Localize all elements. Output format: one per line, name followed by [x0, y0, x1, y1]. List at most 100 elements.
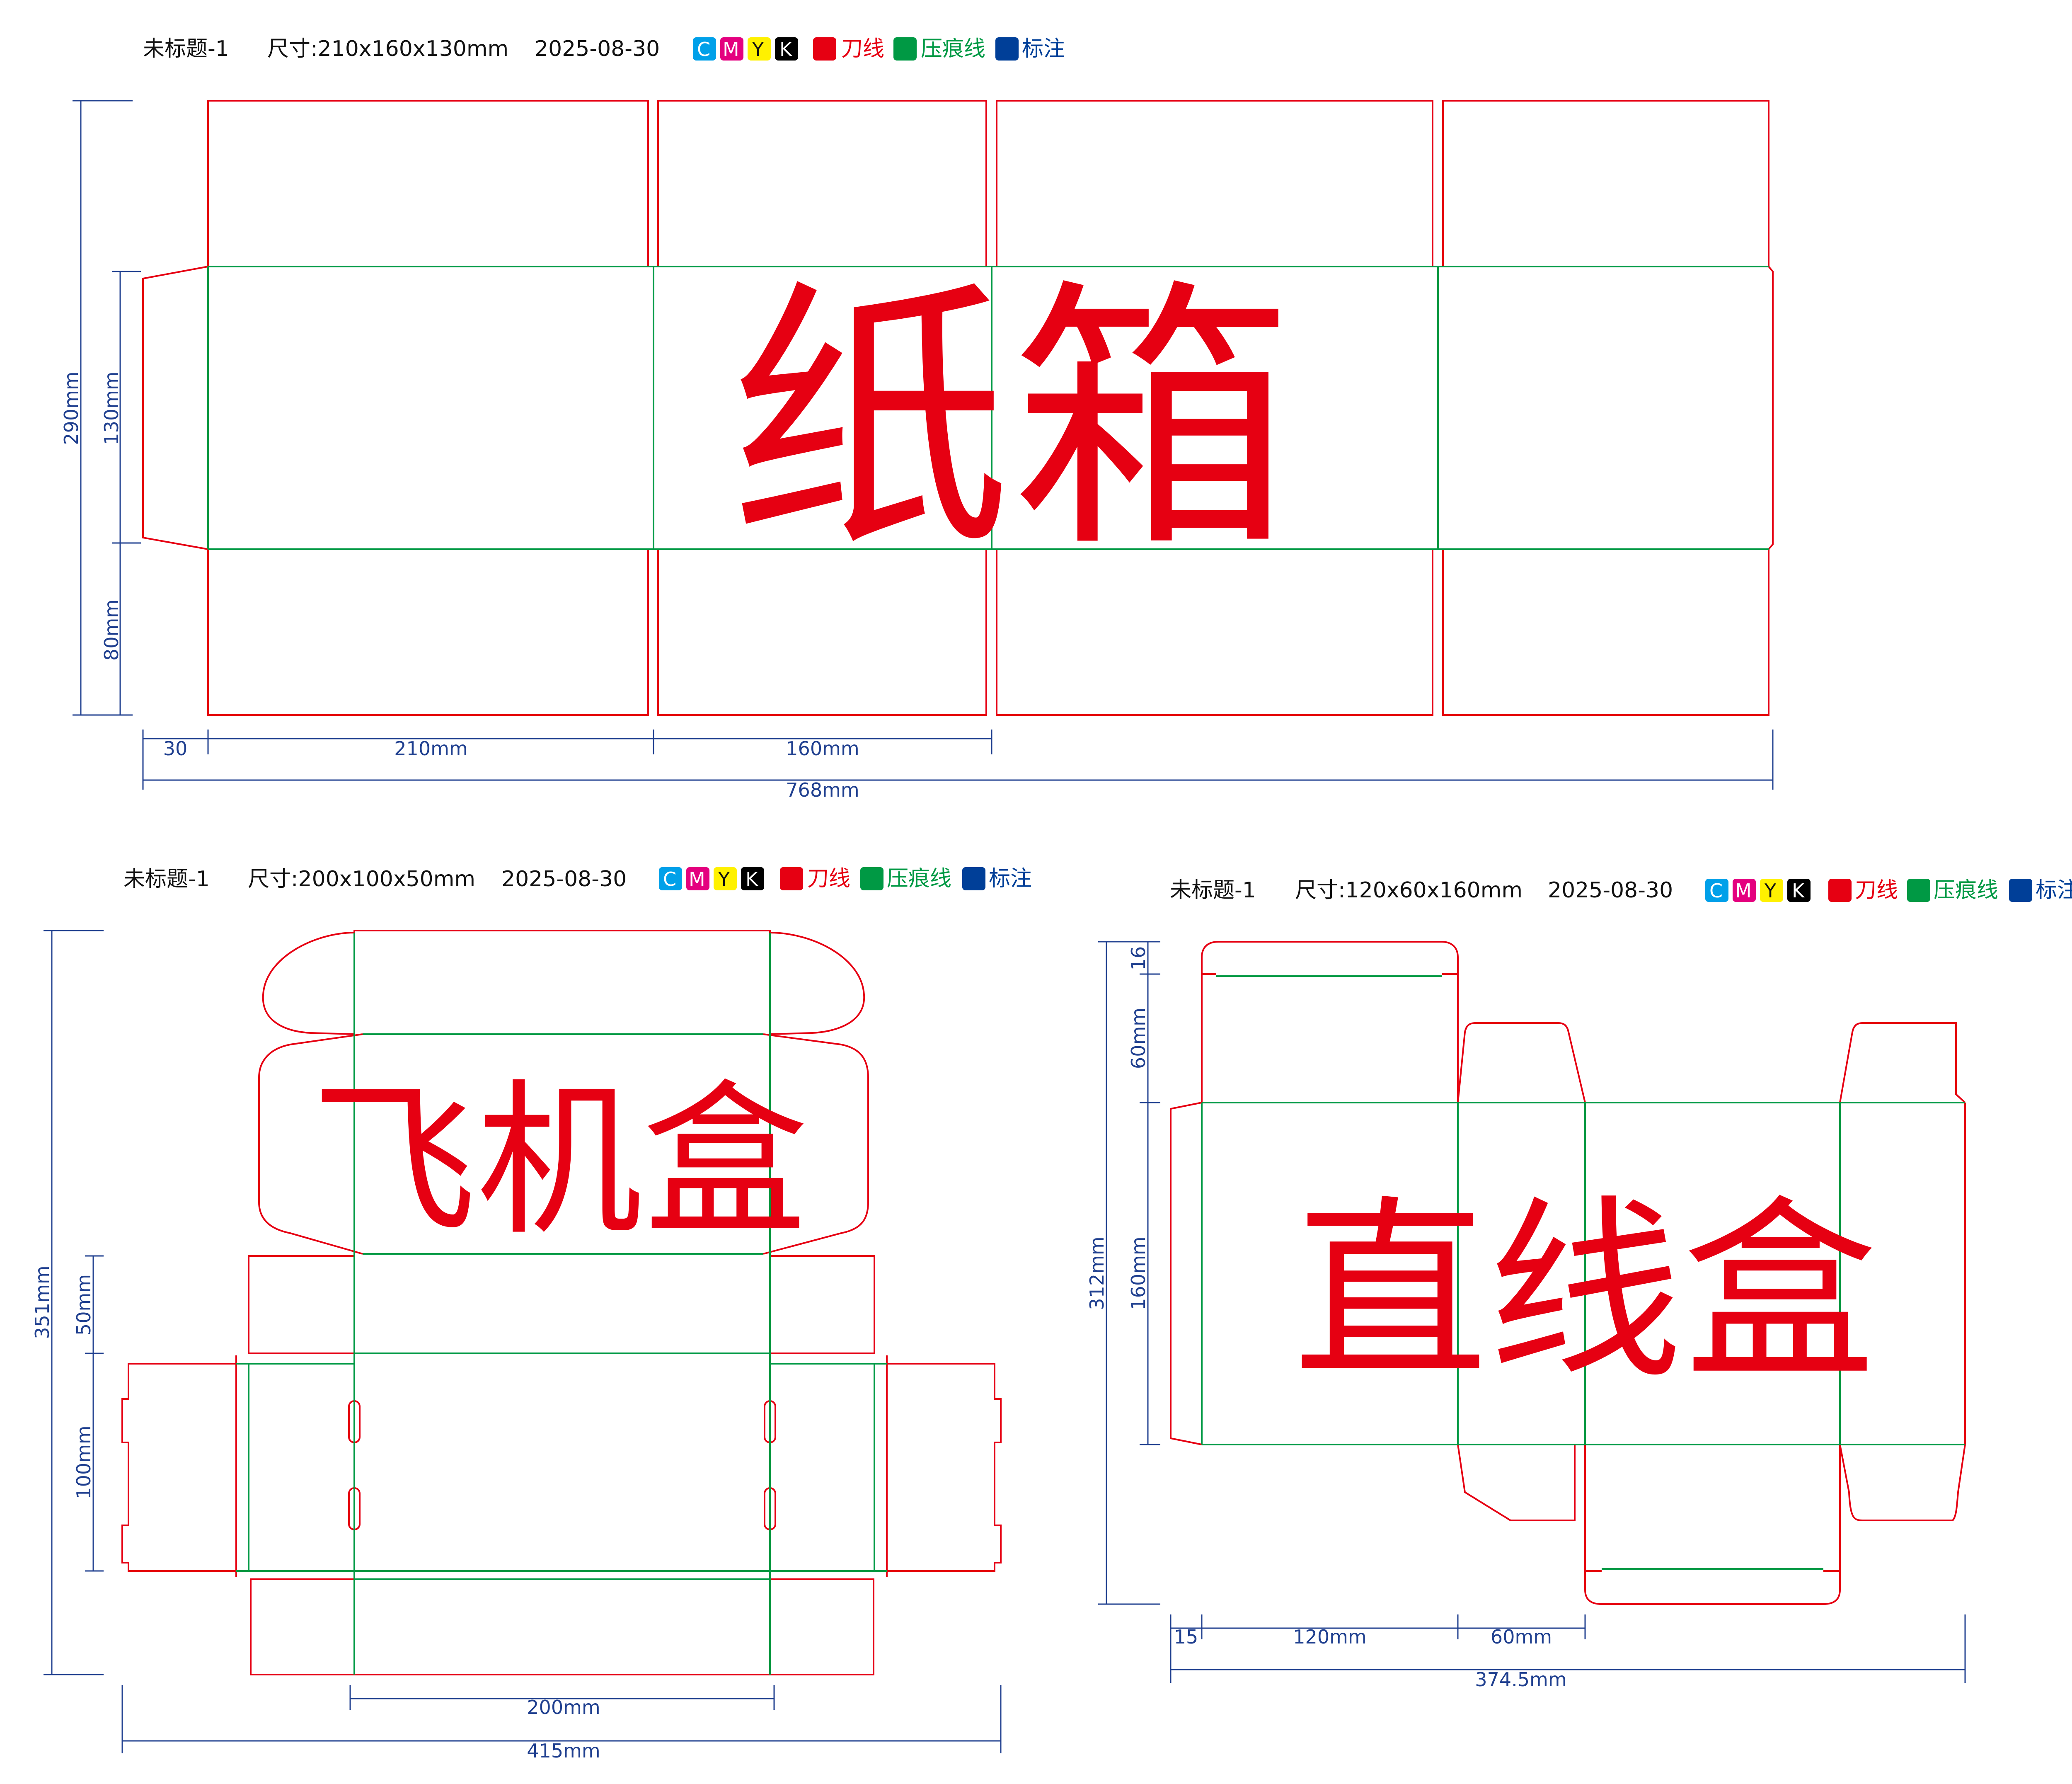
tuck-dust-flap-bottom-1 [1457, 1444, 1576, 1521]
tuck-dim-total-w: 374.5mm [1475, 1668, 1566, 1691]
swatch-note [995, 37, 1019, 61]
tuck-header: 未标题-1 尺寸:120x60x160mm 2025-08-30 C M Y K… [1170, 878, 2072, 903]
mailer-header: 未标题-1 尺寸:200x100x50mm 2025-08-30 C M Y K… [123, 866, 1032, 892]
tuck-swatch-k-label: K [1792, 880, 1805, 902]
tuck-swatch-c-label: C [1709, 880, 1723, 902]
mailer-side-left [121, 1355, 237, 1577]
tuck-date: 2025-08-30 [1548, 878, 1673, 903]
tuck-legend-crease-label: 压痕线 [1934, 878, 1998, 903]
tuck-creases [1201, 975, 1965, 1570]
carton-bottom-flap-1 [207, 548, 649, 716]
tuck-dust-flap-top-2 [1839, 1022, 1966, 1103]
carton-dim-w1: 210mm [394, 737, 467, 760]
mailer-back-wall-ears [248, 1255, 875, 1354]
mailer-legend: C M Y K 刀线 压痕线 标注 [659, 866, 1032, 891]
swatch-crease [893, 37, 917, 61]
carton-bottom-flaps [657, 549, 1769, 716]
mailer-lid-side-right [763, 1033, 869, 1255]
carton-legend: C M Y K 刀线 压痕线 标注 [693, 36, 1065, 61]
swatch-c [693, 37, 716, 61]
tuck-bottom-flap [1584, 1445, 1841, 1605]
carton-title: 纸箱 [729, 257, 1293, 585]
legend-note-label: 标注 [1022, 36, 1065, 61]
swatch-k [775, 37, 798, 61]
carton-glue-flap [142, 266, 208, 550]
mailer-title: 飞机盒 [311, 1065, 808, 1258]
mailer-side-right [886, 1355, 1002, 1577]
mailer-legend-note-label: 标注 [989, 866, 1032, 891]
mailer-dimensions: 351mm 50mm 100mm 200mm 415mm [31, 930, 1002, 1762]
swatch-cut [813, 37, 836, 61]
tuck-dim-top: 16 [1127, 946, 1150, 971]
mailer-swatch-m-label: M [689, 868, 705, 890]
tuck-dust-flap-top-1 [1457, 1022, 1586, 1103]
mailer-front-ear-left [250, 1578, 355, 1675]
carton-dim-glue: 30 [163, 737, 188, 760]
tuck-swatch-y-label: Y [1764, 880, 1777, 902]
legend-crease-label: 压痕线 [921, 36, 985, 61]
carton-size: 尺寸:210x160x130mm [267, 36, 508, 61]
tuck-dim-total-h: 312mm [1086, 1236, 1108, 1310]
mailer-dim-total-w: 415mm [527, 1740, 600, 1762]
tuck-dust-flap-bottom-2 [1839, 1444, 1966, 1521]
mailer-date: 2025-08-30 [501, 867, 627, 892]
carton-top-flap-1 [207, 100, 649, 267]
mailer-size: 尺寸:200x100x50mm [248, 867, 475, 892]
carton-right-edge [1768, 266, 1774, 550]
swatch-m-label: M [723, 38, 739, 61]
mailer-lid-tuck [353, 930, 771, 1034]
mailer-lid-ear-right [770, 932, 865, 1035]
carton-dimensions: 290mm 130mm 80mm 30 210mm 160mm 768mm [60, 100, 1774, 801]
tuck-dim-h2: 160mm [1127, 1236, 1150, 1310]
tuck-dim-w2: 60mm [1491, 1626, 1552, 1648]
tuck-glue-flap [1170, 1102, 1202, 1445]
tuck-swatch-m-label: M [1735, 880, 1752, 902]
tuck-dieline [1170, 941, 1966, 1605]
mailer-dieline [121, 930, 1002, 1675]
mailer-dim-h2: 100mm [73, 1425, 95, 1499]
tuck-legend: C M Y K 刀线 压痕线 标注 [1705, 878, 2072, 903]
mailer-lid-ear-left [262, 932, 355, 1035]
legend-cut-label: 刀线 [841, 36, 884, 61]
carton-top-flaps [657, 100, 1769, 267]
tuck-dim-h1: 60mm [1127, 1008, 1150, 1069]
mailer-dim-w: 200mm [527, 1696, 600, 1719]
mailer-dim-h1: 50mm [73, 1274, 95, 1336]
mailer-swatch-c-label: C [663, 868, 676, 890]
tuck-dim-w1: 120mm [1293, 1626, 1366, 1648]
carton-dim-w2: 160mm [786, 737, 859, 760]
mailer-legend-cut-label: 刀线 [807, 866, 850, 891]
swatch-m [720, 37, 743, 61]
carton-dim-flap-h: 80mm [100, 599, 123, 661]
tuck-legend-cut-label: 刀线 [1855, 878, 1898, 903]
swatch-k-label: K [779, 38, 793, 61]
mailer-doc-name: 未标题-1 [123, 867, 210, 892]
swatch-c-label: C [697, 38, 710, 61]
mailer-swatch-k-label: K [746, 868, 759, 890]
tuck-legend-note-label: 标注 [2036, 878, 2072, 903]
tuck-dim-glue: 15 [1174, 1626, 1198, 1648]
swatch-y-label: Y [752, 38, 764, 61]
mailer-front-ear-right [769, 1578, 874, 1675]
carton-dim-mid-h: 130mm [100, 371, 123, 445]
carton-doc-name: 未标题-1 [143, 36, 229, 61]
tuck-doc-name: 未标题-1 [1170, 878, 1256, 903]
mailer-dim-total-h: 351mm [31, 1265, 53, 1339]
mailer-swatch-y-label: Y [718, 868, 730, 890]
carton-dim-total-h: 290mm [60, 371, 82, 445]
tuck-top-flap [1201, 941, 1459, 1103]
tuck-size: 尺寸:120x60x160mm [1295, 878, 1523, 903]
mailer-lid-side-left [258, 1033, 363, 1255]
carton-dim-total-w: 768mm [786, 779, 859, 801]
carton-dieline [142, 100, 1774, 716]
carton-date: 2025-08-30 [535, 36, 660, 61]
tuck-dimensions: 312mm 16 60mm 160mm 15 120mm 60mm 374.5m… [1086, 941, 1966, 1691]
swatch-y [748, 37, 771, 61]
carton-creases [207, 266, 1769, 550]
tuck-title: 直线盒 [1293, 1179, 1877, 1406]
mailer-legend-crease-label: 压痕线 [887, 866, 951, 891]
carton-header: 未标题-1 尺寸:210x160x130mm 2025-08-30 C M Y … [143, 36, 1065, 61]
mailer-creases [236, 933, 887, 1675]
